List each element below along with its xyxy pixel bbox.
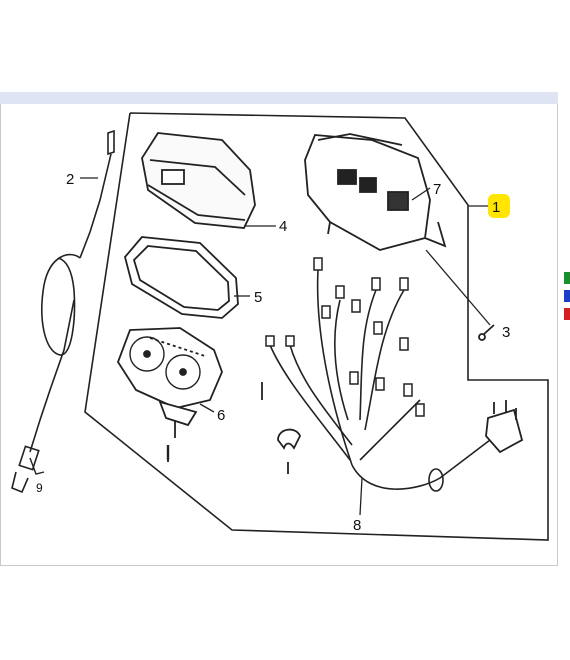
small-screw <box>167 382 263 462</box>
callout-7: 7 <box>433 181 441 198</box>
callout-6: 6 <box>217 407 225 424</box>
callout-5: 5 <box>254 289 262 306</box>
meter-body <box>116 327 223 460</box>
screw-part-3 <box>478 324 495 341</box>
edge-swatch-red <box>564 308 570 320</box>
assembly-boundary <box>84 112 549 541</box>
edge-swatch-blue <box>564 290 570 302</box>
meter-lens-gasket <box>124 236 239 319</box>
callout-4: 4 <box>279 218 287 235</box>
leader-lines <box>80 177 491 516</box>
callout-8: 8 <box>353 517 361 534</box>
harness-clamp <box>277 428 301 474</box>
edge-swatch-green <box>564 272 570 284</box>
meter-case-top <box>141 132 256 229</box>
wiring-harness <box>269 269 491 492</box>
clip-part-9 <box>29 457 45 475</box>
diagram-frame <box>0 92 558 566</box>
top-banner <box>0 92 558 104</box>
callout-3: 3 <box>502 324 510 341</box>
meter-housing <box>304 133 447 251</box>
callout-9: 9 <box>36 481 43 495</box>
callout-1: 1 <box>492 199 500 216</box>
callout-2: 2 <box>66 171 74 188</box>
callout-1-highlight <box>488 194 510 218</box>
bulb-sockets <box>265 257 425 417</box>
harness-connector <box>485 400 524 454</box>
speedometer-cable <box>11 129 115 494</box>
